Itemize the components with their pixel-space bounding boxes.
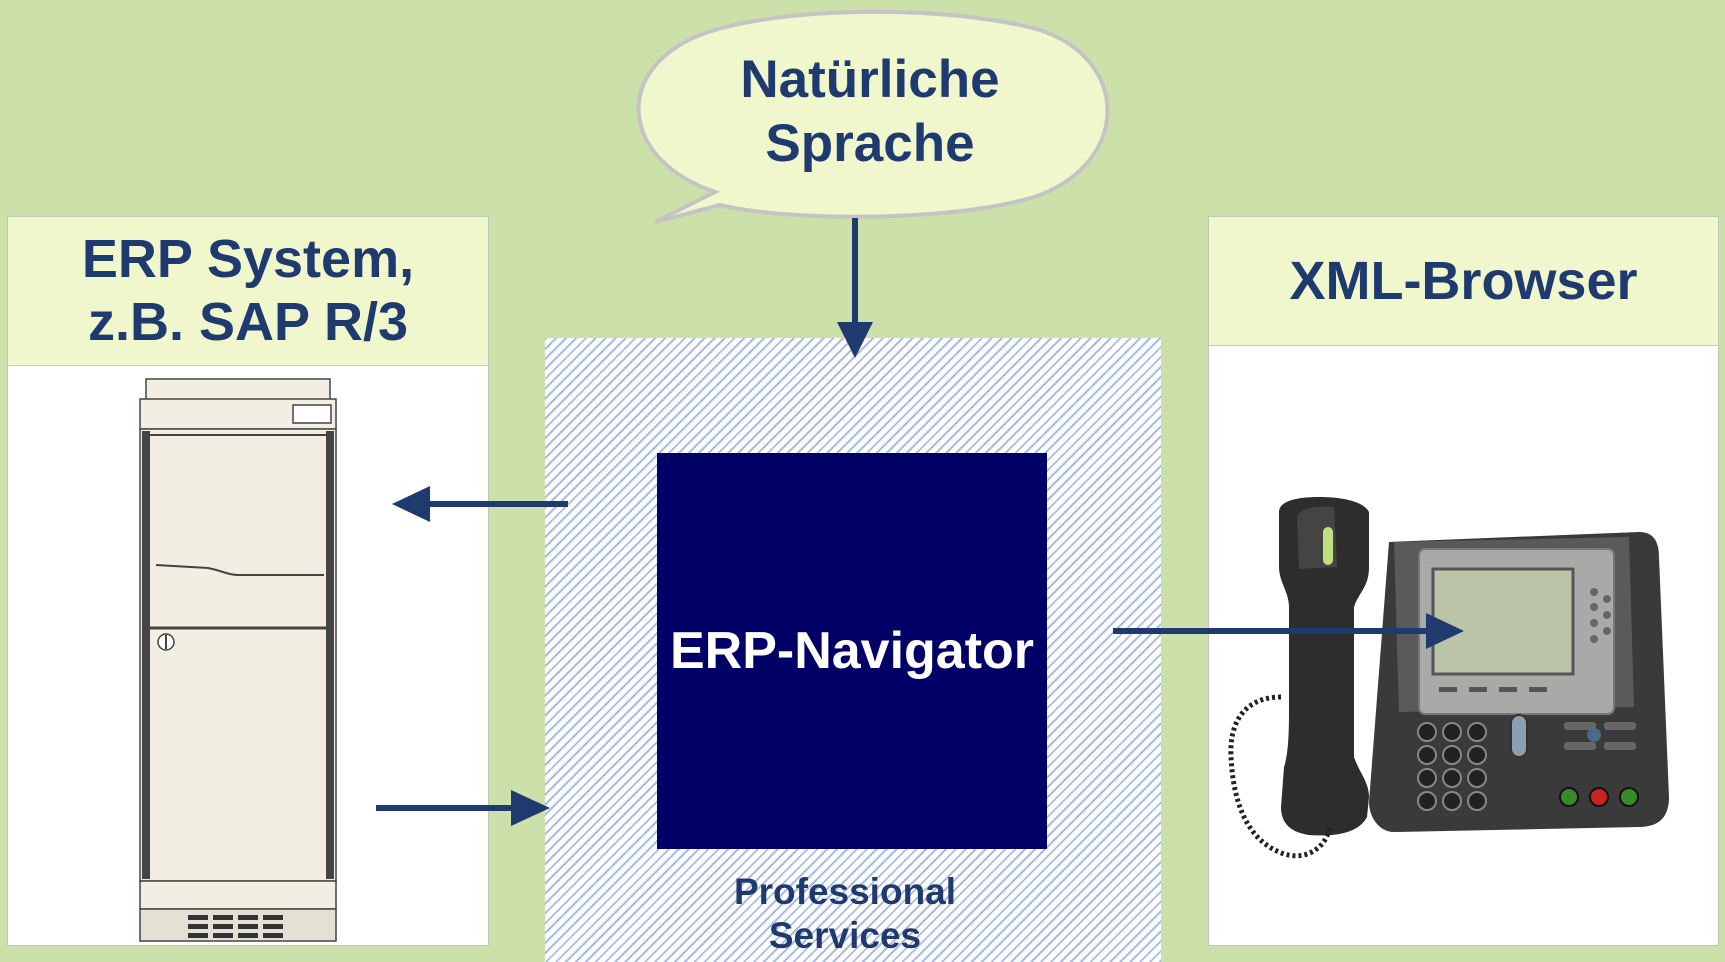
speech-bubble-text: Natürliche Sprache bbox=[740, 50, 1000, 173]
xml-browser-title: XML-Browser bbox=[1289, 250, 1638, 311]
arrow-bubble-to-navigator bbox=[837, 218, 873, 358]
speech-bubble-shape bbox=[636, 9, 1110, 224]
arrow-navigator-to-erp bbox=[392, 486, 568, 522]
professional-services-label: Professional Services bbox=[733, 871, 957, 956]
erp-system-title: ERP System, z.B. SAP R/3 bbox=[81, 229, 415, 352]
arrow-erp-to-navigator bbox=[376, 790, 550, 826]
arrow-navigator-to-xml-browser bbox=[1113, 613, 1464, 649]
erp-navigator-label: ERP-Navigator bbox=[669, 622, 1035, 680]
professional-services-area bbox=[545, 338, 1161, 962]
erp-system-header: ERP System, z.B. SAP R/3 bbox=[8, 217, 488, 366]
server-cabinet-icon bbox=[139, 378, 337, 942]
ip-phone-icon bbox=[1228, 497, 1669, 859]
erp-navigator-box: ERP-Navigator bbox=[657, 453, 1047, 849]
erp-system-panel: ERP System, z.B. SAP R/3 bbox=[7, 216, 489, 946]
xml-browser-panel: XML-Browser bbox=[1208, 216, 1719, 946]
xml-browser-header: XML-Browser bbox=[1209, 217, 1718, 346]
